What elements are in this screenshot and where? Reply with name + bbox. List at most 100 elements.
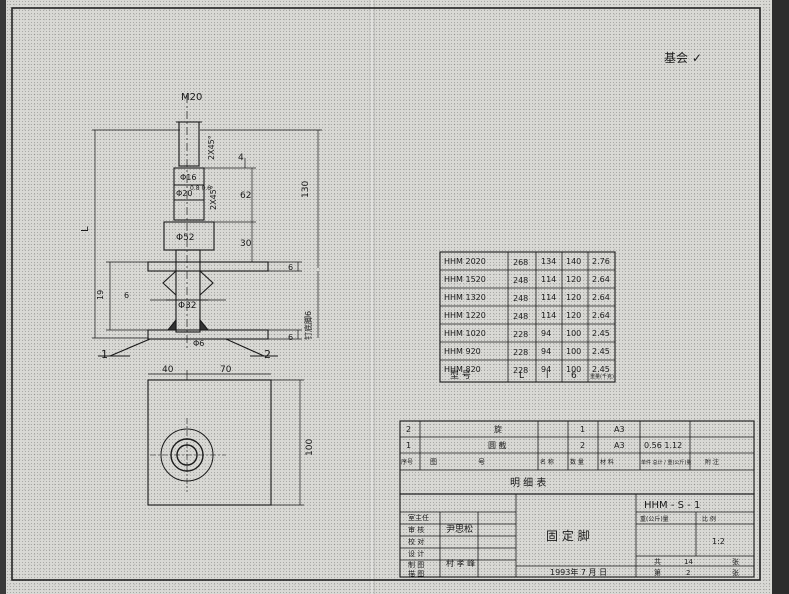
label-dia-52: Φ52 <box>176 233 195 243</box>
signature-design: 尹思松 <box>446 523 473 535</box>
param-row-3-l2: 114 <box>541 311 556 320</box>
param-header-l2: l <box>546 371 549 381</box>
label-m20: M20 <box>181 92 202 103</box>
param-row-2-weight: 2.64 <box>592 293 610 302</box>
scale-label: 比 例 <box>702 515 716 523</box>
label-dia-20: Φ20 <box>176 189 192 198</box>
label-chamfer-top: 2X45° <box>207 135 216 160</box>
param-row-6-l: 228 <box>513 366 528 375</box>
callout-1: 1 <box>101 348 108 361</box>
label-dim-130: 130 <box>301 181 311 198</box>
param-row-5-l: 228 <box>513 348 528 357</box>
param-row-3-weight: 2.64 <box>592 311 610 320</box>
param-row-1-model: HHM 1520 <box>444 275 486 284</box>
drawing-date: 1993年 7 月 日 <box>550 567 607 577</box>
label-dim-62: 62 <box>240 191 251 201</box>
drawing-name: 固 定 脚 <box>546 528 590 543</box>
parts-header-fig: 图 <box>430 458 437 466</box>
label-dia-32: Φ32 <box>178 301 197 311</box>
label-plan-70: 70 <box>220 365 232 375</box>
parts-list-title: 明 细 表 <box>510 476 546 489</box>
drawing-number: HHM - S - 1 <box>644 500 700 511</box>
param-row-6-weight: 2.45 <box>592 365 610 374</box>
parts-header-no: 序号 <box>401 458 413 466</box>
param-row-2-model: HHM 1320 <box>444 293 486 302</box>
parts-row-1-no: 1 <box>406 441 411 450</box>
param-row-0-weight: 2.76 <box>592 257 610 266</box>
param-header-model: 型 号 <box>450 370 471 381</box>
parts-header-notes: 附 注 <box>705 458 719 466</box>
parts-row-0-qty: 1 <box>580 425 585 434</box>
param-header-l: L <box>519 371 524 381</box>
label-dim-6-lower: 6 <box>288 333 293 342</box>
param-row-2-6: 120 <box>566 293 581 302</box>
param-row-0-l2: 134 <box>541 257 556 266</box>
param-table-grid <box>439 251 616 383</box>
sheet-unit: 张 <box>732 568 739 577</box>
param-row-4-weight: 2.45 <box>592 329 610 338</box>
plan-view <box>147 370 304 506</box>
param-row-5-l2: 94 <box>541 347 551 356</box>
role-review: 审 核 <box>408 525 424 534</box>
drawing-border <box>11 7 761 581</box>
parts-header-material: 材 料 <box>600 458 614 466</box>
param-table-text: HHM 2020 268 134 140 2.76 HHM 1520 248 1… <box>444 257 614 381</box>
weight-label: 重(公斤)量 <box>640 515 669 523</box>
sheet-value: 2 <box>686 569 690 577</box>
param-row-4-l2: 94 <box>541 329 551 338</box>
callout-2: 2 <box>264 348 271 361</box>
param-row-6-model: HHM 820 <box>444 365 481 374</box>
title-block-text: 室主任 审 核 校 对 设 计 制 图 描 图 尹思松 村 孝 峰 固 定 脚 … <box>408 500 739 578</box>
param-row-0-6: 140 <box>566 257 581 266</box>
label-dia-16: Φ16 <box>180 173 196 182</box>
param-row-5-6: 100 <box>566 347 581 356</box>
title-block-grid <box>399 493 755 578</box>
param-header-weight: 重量(千克) <box>590 373 614 380</box>
total-label: 共 <box>654 557 661 566</box>
param-row-5-weight: 2.45 <box>592 347 610 356</box>
param-row-1-l: 248 <box>513 276 528 285</box>
signature-draw: 村 孝 峰 <box>446 558 475 568</box>
parts-row-1-material: A3 <box>614 441 625 450</box>
param-row-2-l2: 114 <box>541 293 556 302</box>
role-draw: 制 图 <box>408 560 424 569</box>
label-dim-6-upper: 6 <box>288 263 293 272</box>
paper-background <box>6 0 776 594</box>
paper-fold <box>369 0 375 594</box>
parts-row-0-material: A3 <box>614 425 625 434</box>
scale-value: 1:2 <box>712 537 725 546</box>
role-director: 室主任 <box>408 513 429 522</box>
parts-row-1-qty: 2 <box>580 441 585 450</box>
param-row-5-model: HHM 920 <box>444 347 481 356</box>
param-row-4-l: 228 <box>513 330 528 339</box>
param-header-6: 6 <box>571 371 577 381</box>
role-check: 校 对 <box>408 537 424 546</box>
parts-header-name: 名 称 <box>540 458 554 466</box>
param-row-3-model: HHM 1220 <box>444 311 486 320</box>
total-value: 14 <box>684 558 693 566</box>
elevation-dimensions <box>92 129 322 340</box>
scanner-edge <box>772 0 789 594</box>
param-row-0-l: 268 <box>513 258 528 267</box>
param-row-3-l: 248 <box>513 312 528 321</box>
total-unit: 张 <box>732 557 739 566</box>
parts-header-weight: 单件 总计 / 重(公斤)量 <box>641 459 691 466</box>
elevation-view <box>98 95 278 357</box>
label-dim-19: 19 <box>96 290 105 300</box>
role-trace: 描 图 <box>408 569 424 578</box>
parts-list-grid <box>399 420 755 495</box>
param-row-6-6: 100 <box>566 365 581 374</box>
param-row-1-weight: 2.64 <box>592 275 610 284</box>
sheet-label: 第 <box>654 568 661 577</box>
parts-list-text: 2 旋 1 A3 1 圆 截 2 A3 0.56 1.12 序号 图 号 名 称… <box>401 424 719 489</box>
parts-row-0-no: 2 <box>406 425 411 434</box>
label-plan-100: 100 <box>305 439 315 456</box>
param-row-1-l2: 114 <box>541 275 556 284</box>
label-dia-6: Φ6 <box>193 339 204 348</box>
parts-header-figno: 号 <box>478 458 485 466</box>
role-design: 设 计 <box>408 549 424 558</box>
param-row-0-model: HHM 2020 <box>444 257 486 266</box>
param-row-4-6: 100 <box>566 329 581 338</box>
param-row-3-6: 120 <box>566 311 581 320</box>
